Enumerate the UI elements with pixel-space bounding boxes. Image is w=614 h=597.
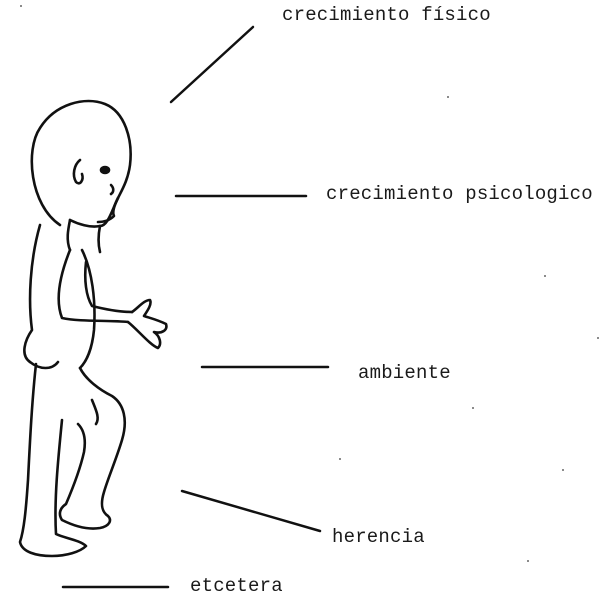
label-etcetera: etcetera (190, 575, 283, 597)
label-ambiente: ambiente (358, 362, 451, 384)
toddler-figure (20, 101, 166, 556)
leader-line-herencia (182, 491, 320, 531)
leader-line-fisico (171, 27, 253, 102)
label-crecimiento-fisico: crecimiento físico (282, 4, 491, 26)
scan-noise (20, 5, 599, 562)
label-herencia: herencia (332, 526, 425, 548)
label-crecimiento-psicologico: crecimiento psicologico (326, 183, 593, 205)
